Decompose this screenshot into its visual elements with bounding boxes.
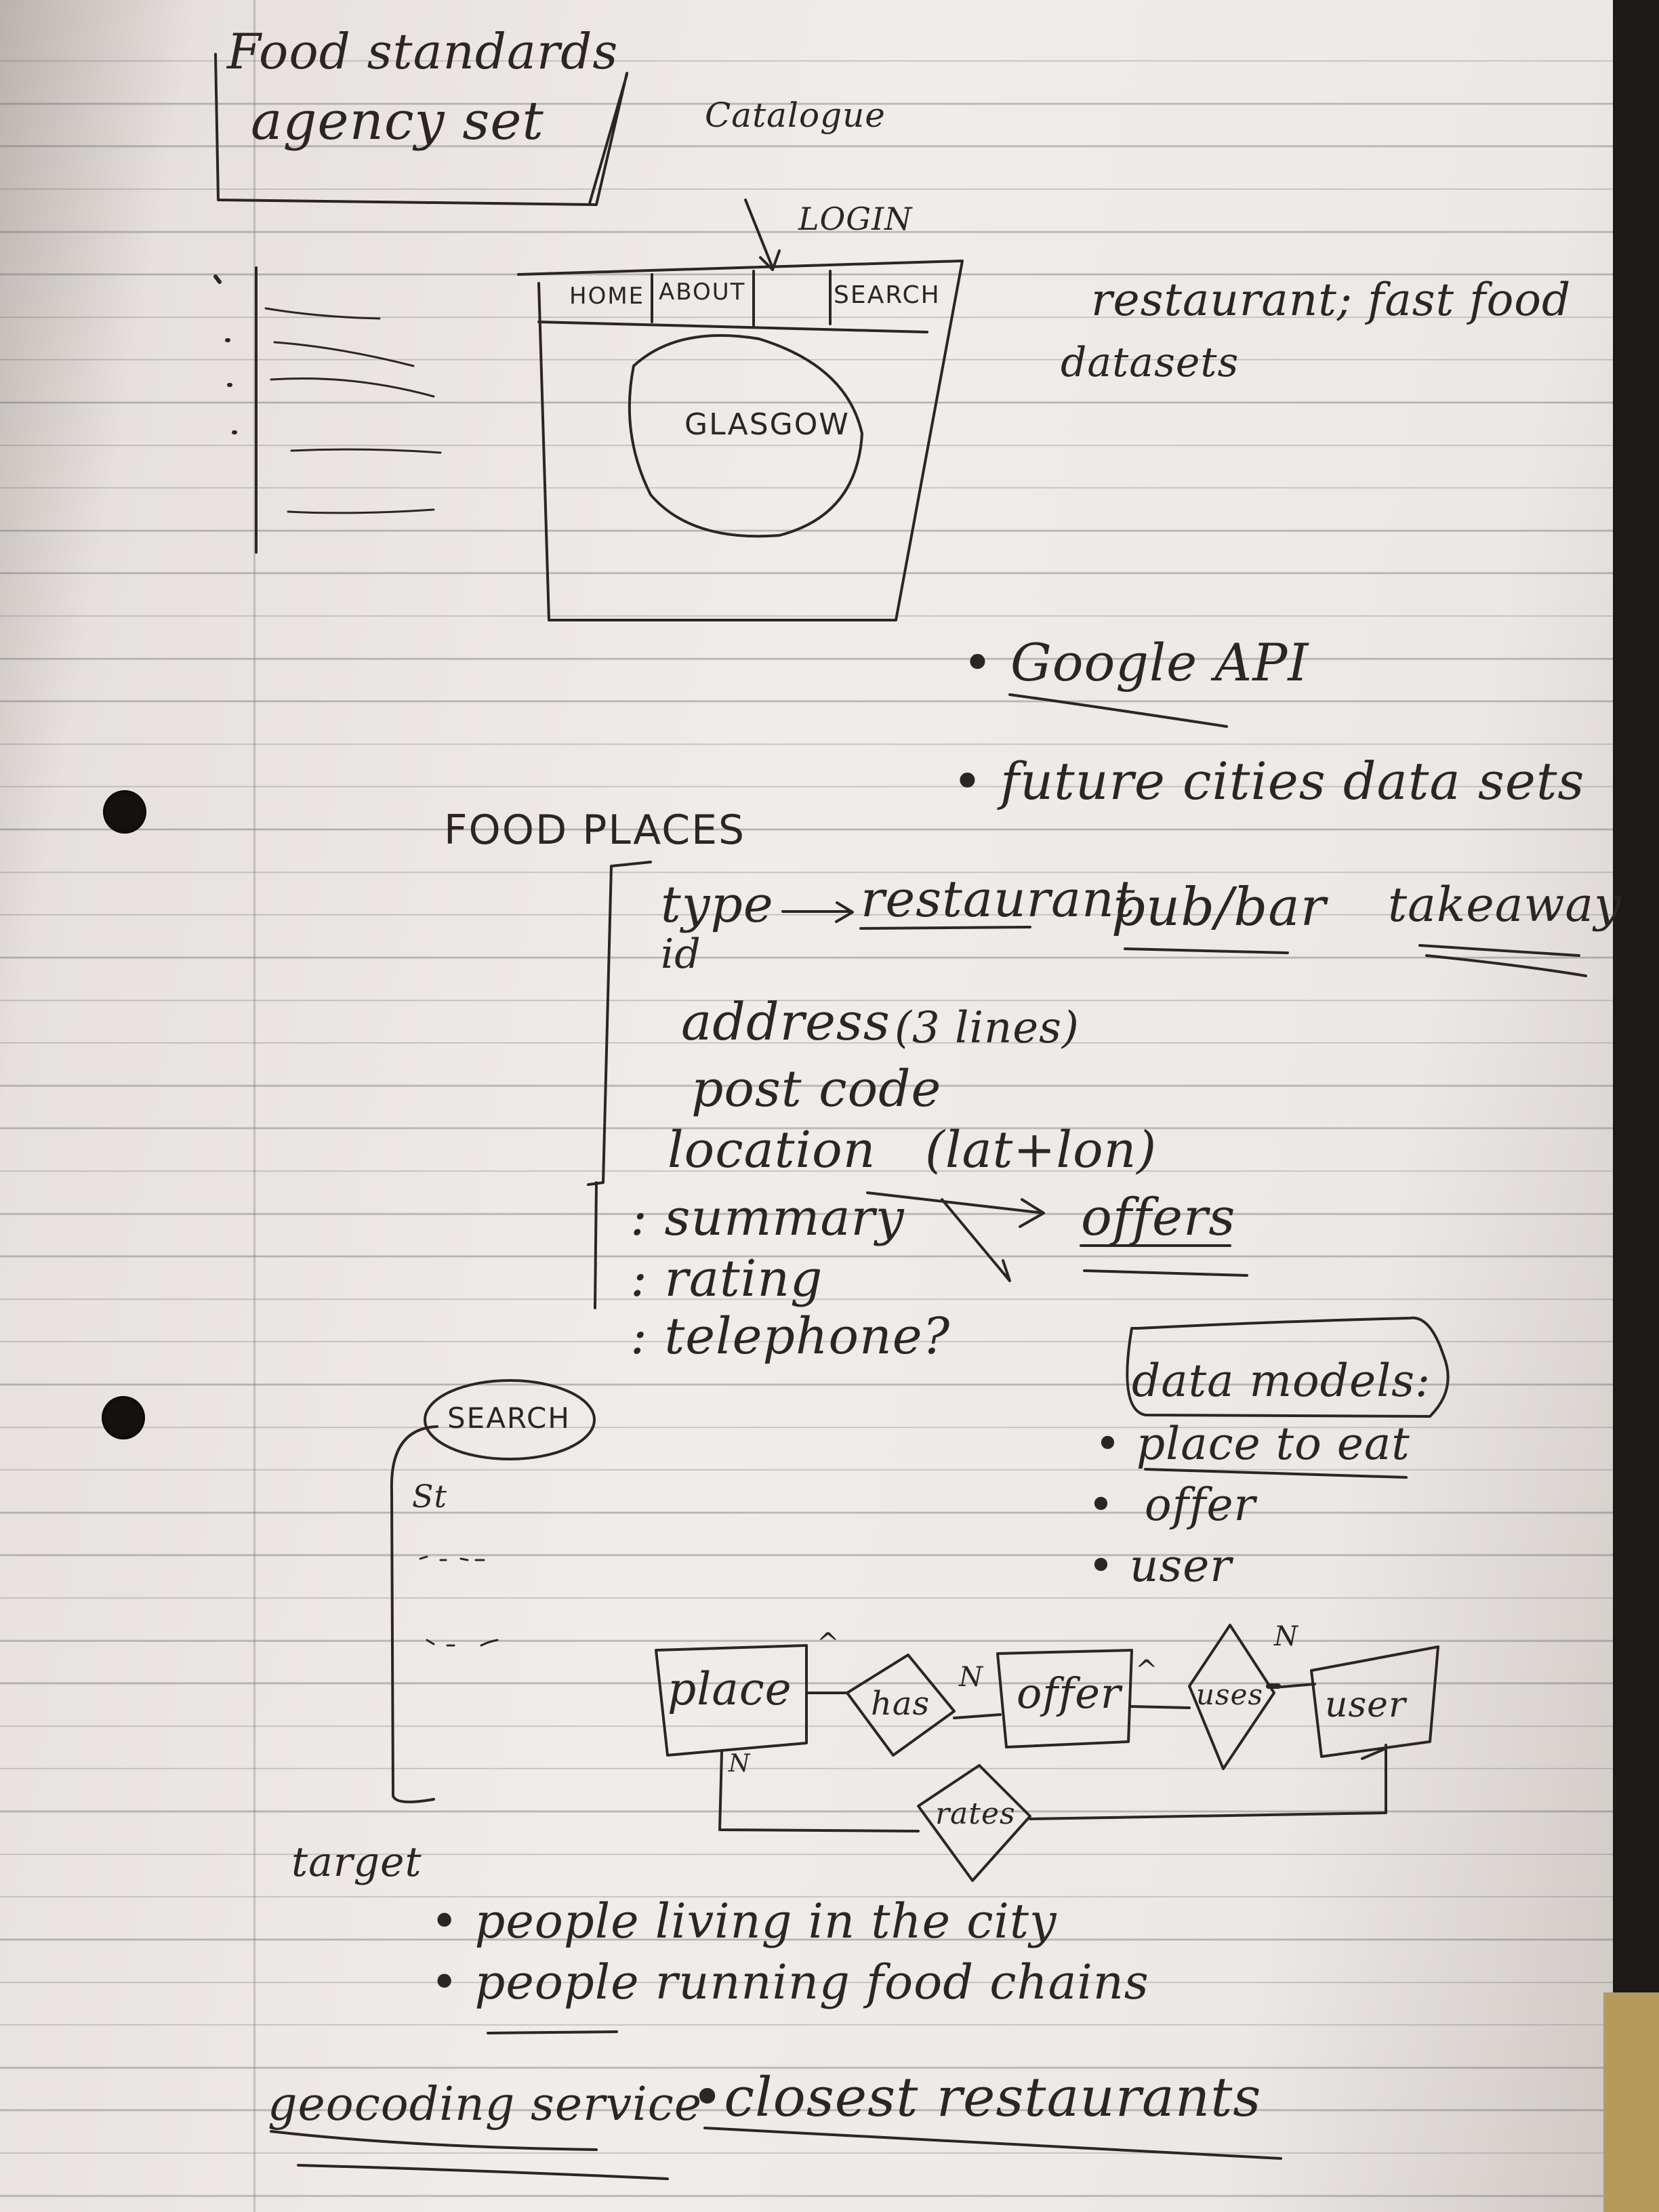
field-location: location bbox=[668, 1121, 876, 1179]
margin-line bbox=[253, 0, 255, 2212]
tab-home: HOME bbox=[569, 283, 645, 310]
field-rating-text: rating bbox=[664, 1250, 823, 1308]
target-item-1-text: people living in the city bbox=[474, 1893, 1057, 1949]
data-model-user-text: user bbox=[1129, 1540, 1232, 1592]
mockup-frame bbox=[517, 260, 964, 621]
data-model-place-text: place to eat bbox=[1136, 1418, 1410, 1470]
field-address: address bbox=[681, 991, 890, 1052]
sidebar-sketch-dots bbox=[213, 274, 237, 434]
food-places-heading: FOOD PLACES bbox=[444, 806, 746, 854]
catalogue-label: Catalogue bbox=[705, 96, 886, 135]
er-card-offer-uses: ^ bbox=[1135, 1655, 1159, 1686]
field-id: id bbox=[661, 930, 701, 978]
er-has-label: has bbox=[871, 1685, 930, 1723]
er-user-label: user bbox=[1325, 1685, 1406, 1725]
search-box-oval bbox=[424, 1379, 596, 1460]
er-place-label: place bbox=[668, 1663, 792, 1715]
datasets-note-line2: datasets bbox=[1061, 339, 1240, 386]
geocoding-underline bbox=[270, 2130, 669, 2180]
type-underlines bbox=[859, 926, 1587, 977]
bullet-future-cities: • future cities data sets bbox=[952, 751, 1585, 811]
data-models-title: data models: bbox=[1132, 1355, 1431, 1407]
er-offer-box bbox=[996, 1649, 1133, 1748]
type-arrow bbox=[781, 901, 854, 923]
title-line-2: agency set bbox=[251, 91, 544, 152]
data-model-offer-text: offer bbox=[1144, 1479, 1256, 1531]
search-box-bracket bbox=[390, 1425, 438, 1803]
data-model-offer: • offer bbox=[1088, 1479, 1256, 1531]
type-pub-bar: pub/bar bbox=[1111, 877, 1327, 938]
type-label: type bbox=[661, 876, 774, 934]
tab-about: ABOUT bbox=[659, 279, 746, 306]
closest-restaurants-underline bbox=[703, 2127, 1282, 2160]
map-label: GLASGOW bbox=[684, 407, 850, 442]
footer-closest-restaurants: •closest restaurants bbox=[691, 2066, 1262, 2129]
offers-underline bbox=[1080, 1244, 1248, 1277]
tab-search: SEARCH bbox=[834, 281, 941, 309]
food-places-bracket bbox=[587, 861, 652, 1309]
notebook-page bbox=[0, 0, 1613, 2212]
type-takeaway: takeaway bbox=[1388, 877, 1622, 933]
field-address-note: (3 lines) bbox=[895, 1003, 1080, 1053]
er-card-uses-user: N bbox=[1274, 1621, 1298, 1652]
datasets-note-line1: restaurant; fast food bbox=[1091, 274, 1572, 326]
field-summary: : summary bbox=[630, 1189, 905, 1247]
summary-arrow bbox=[866, 1191, 1045, 1282]
place-to-eat-underline bbox=[1144, 1468, 1408, 1479]
er-uses-label: uses bbox=[1196, 1678, 1264, 1711]
data-model-user: • user bbox=[1088, 1540, 1232, 1592]
google-api-text: Google API bbox=[1010, 632, 1309, 693]
search-box-title: SEARCH bbox=[447, 1401, 571, 1435]
field-telephone-text: telephone? bbox=[664, 1307, 951, 1366]
search-box-scribbles bbox=[419, 1555, 499, 1647]
er-rates-diamond bbox=[917, 1764, 1031, 1882]
binder-hole-top bbox=[103, 790, 146, 834]
er-user-box bbox=[1310, 1645, 1439, 1758]
type-restaurant: restaurant bbox=[861, 870, 1136, 928]
binder-hole-bottom bbox=[102, 1396, 145, 1439]
target-item-2: • people running food chains bbox=[430, 1954, 1149, 2010]
er-offer-label: offer bbox=[1017, 1668, 1122, 1718]
er-card-place-has: ^ bbox=[817, 1628, 840, 1659]
field-rating: : rating bbox=[630, 1250, 823, 1308]
er-card-has-offer: N bbox=[959, 1662, 983, 1693]
er-card-place-rates: N bbox=[729, 1750, 751, 1778]
field-location-note: (lat+lon) bbox=[925, 1121, 1158, 1179]
data-model-place: • place to eat bbox=[1094, 1418, 1410, 1470]
er-rates-label: rates bbox=[935, 1797, 1016, 1831]
ruled-lines bbox=[0, 0, 1613, 2212]
catalogue-arrow bbox=[744, 199, 781, 271]
search-box-item: St bbox=[412, 1478, 447, 1515]
offers-label: offers bbox=[1081, 1187, 1236, 1247]
er-place-box bbox=[655, 1644, 808, 1757]
data-models-outline bbox=[1126, 1316, 1450, 1418]
target-heading: target bbox=[291, 1839, 422, 1886]
footer-closest-text: closest restaurants bbox=[724, 2066, 1262, 2129]
google-api-underline bbox=[1008, 693, 1228, 728]
target-item-2-text: people running food chains bbox=[474, 1954, 1149, 2010]
target-item-1: • people living in the city bbox=[430, 1893, 1057, 1949]
sidebar-sketch-lines bbox=[264, 307, 442, 514]
er-uses-diamond bbox=[1188, 1624, 1275, 1770]
glasgow-map-outline bbox=[628, 334, 863, 538]
field-summary-text: summary bbox=[664, 1189, 905, 1247]
er-has-diamond bbox=[846, 1654, 956, 1757]
login-label: LOGIN bbox=[798, 201, 913, 237]
bullet-google-api: • Google API bbox=[962, 632, 1309, 693]
title-line-1: Food standards bbox=[227, 23, 619, 80]
footer-geocoding: geocoding service bbox=[268, 2078, 703, 2131]
future-cities-text: future cities data sets bbox=[1000, 751, 1585, 811]
field-post-code: post code bbox=[691, 1060, 942, 1118]
title-box-outline bbox=[214, 53, 628, 206]
er-connectors bbox=[718, 1683, 1387, 1832]
people-underline bbox=[487, 2030, 618, 2034]
field-telephone: : telephone? bbox=[630, 1307, 951, 1366]
desk-surface bbox=[1603, 1992, 1659, 2212]
